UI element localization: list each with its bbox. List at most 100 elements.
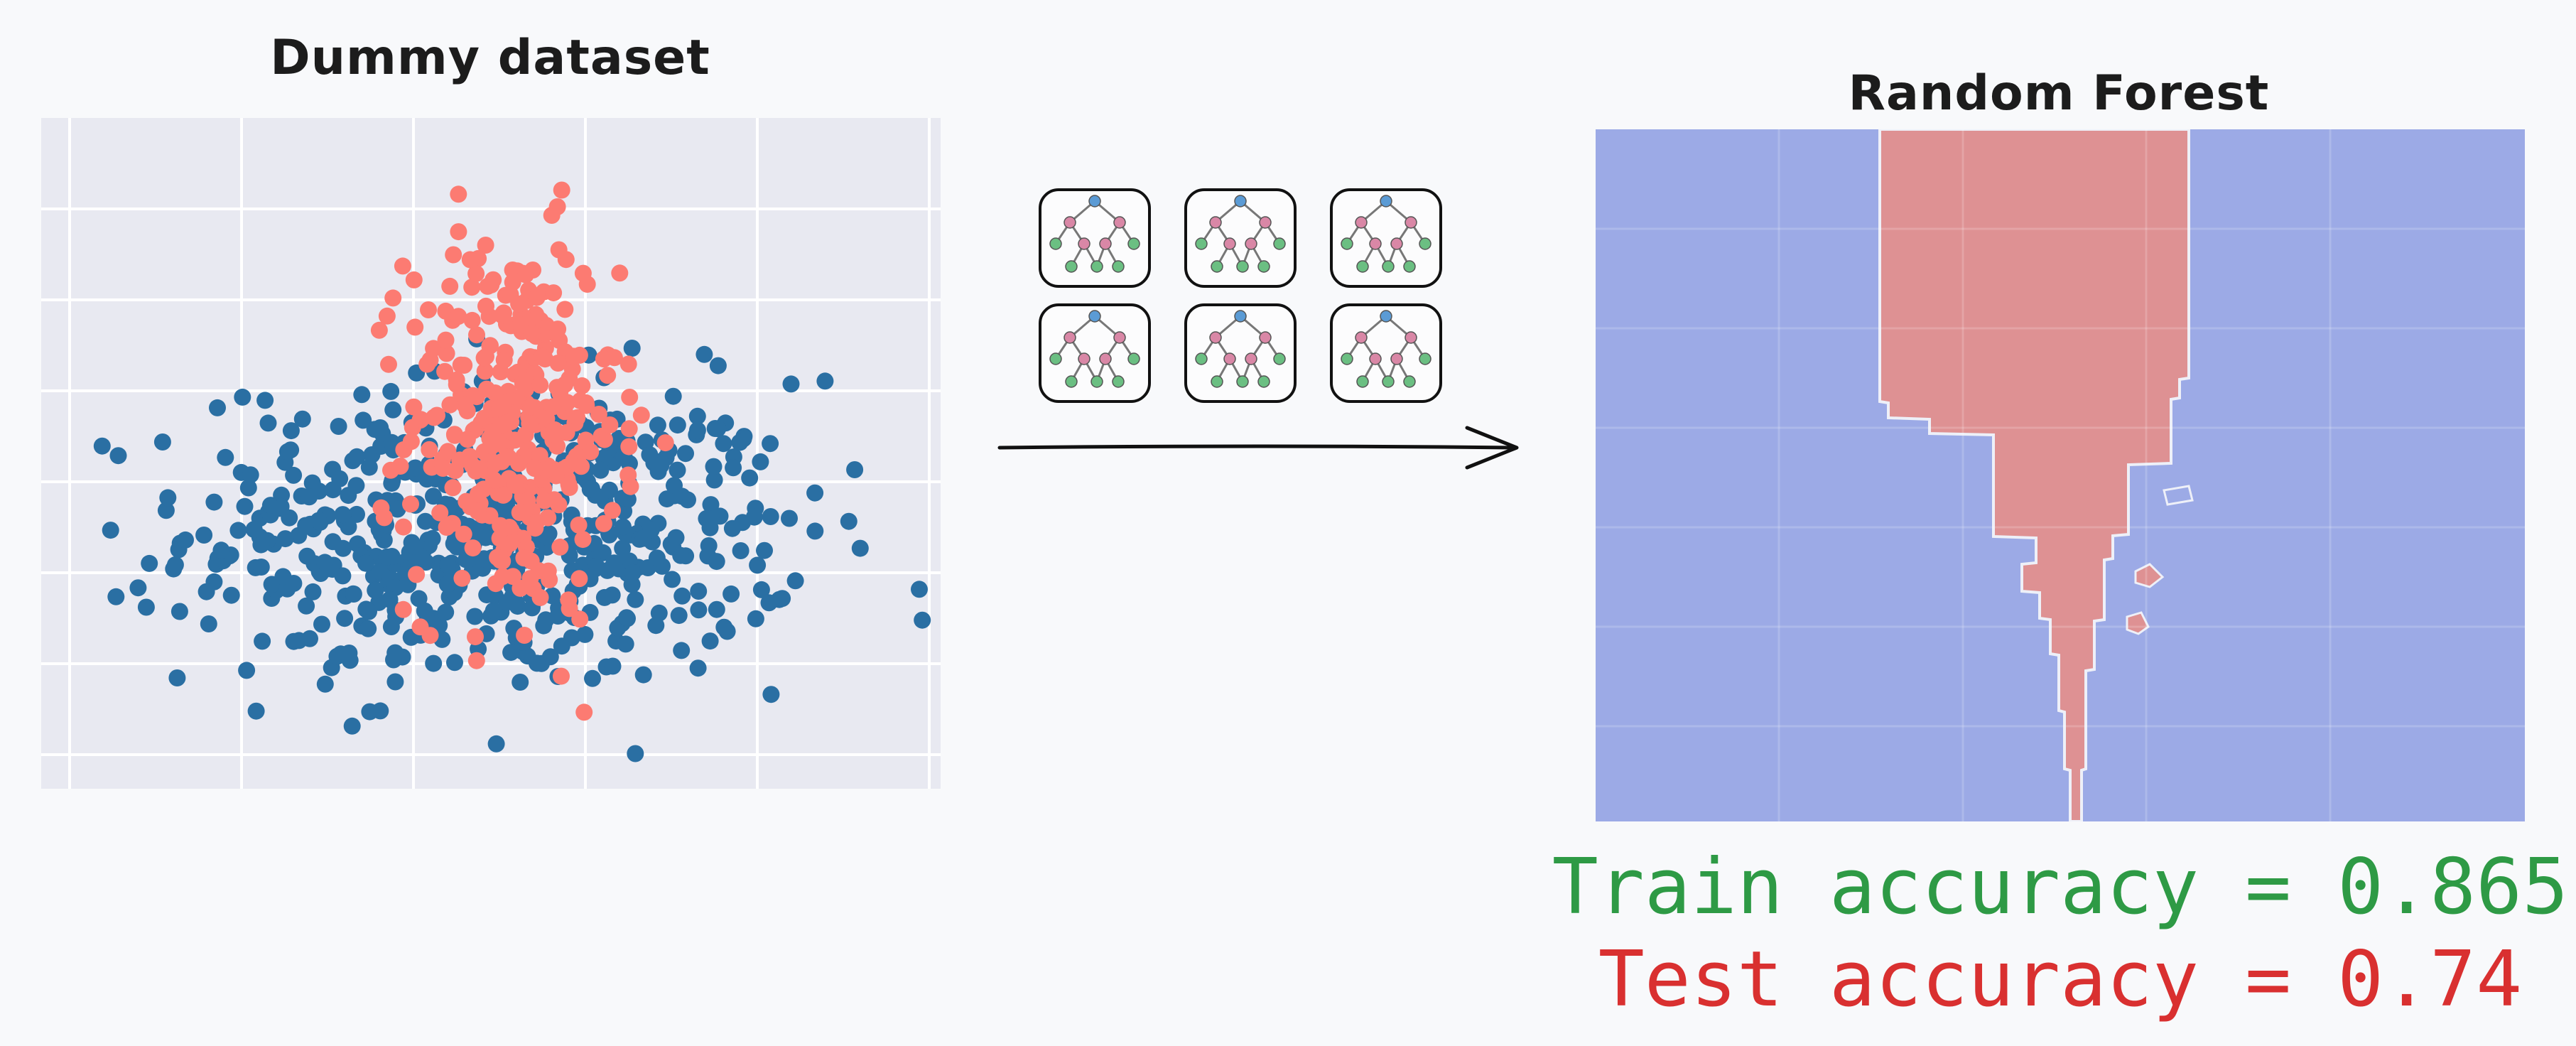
scatter-point: [578, 397, 595, 414]
scatter-point: [334, 567, 352, 585]
scatter-point: [461, 251, 479, 269]
scatter-point: [786, 572, 804, 590]
tree-ensemble-icons: [1039, 188, 1451, 416]
scatter-point: [436, 362, 454, 380]
scatter-point: [642, 521, 660, 539]
region-class-b: [1878, 129, 2190, 821]
scatter-point: [416, 602, 433, 620]
scatter-point: [551, 538, 569, 556]
scatter-point: [688, 407, 706, 425]
scatter-point: [546, 426, 563, 443]
scatter-point: [222, 586, 240, 604]
scatter-point: [450, 308, 467, 325]
scatter-point: [402, 495, 419, 513]
scatter-point: [245, 521, 263, 539]
scatter-point: [690, 601, 708, 619]
scatter-point: [153, 433, 171, 451]
scatter-point: [689, 659, 707, 677]
scatter-point: [331, 470, 349, 487]
scatter-point: [412, 411, 430, 428]
scatter-point: [846, 461, 864, 478]
scatter-point: [782, 375, 800, 393]
scatter-point: [383, 475, 401, 492]
scatter-point: [467, 652, 485, 669]
scatter-point: [531, 588, 549, 606]
scatter-point: [102, 522, 119, 539]
scatter-point: [627, 591, 644, 608]
scatter-point: [599, 367, 617, 384]
scatter-point: [476, 362, 494, 380]
scatter-point: [405, 271, 423, 289]
scatter-point: [141, 554, 158, 572]
scatter-point: [558, 394, 576, 411]
scatter-point: [781, 509, 798, 527]
scatter-point: [217, 448, 234, 466]
scatter-point: [455, 357, 473, 374]
scatter-point: [254, 632, 271, 650]
scatter-point: [464, 539, 482, 557]
scatter-point: [406, 459, 424, 477]
scatter-point: [475, 349, 493, 367]
scatter-point: [367, 581, 384, 599]
scatter-point: [434, 460, 452, 477]
scatter-point: [502, 534, 519, 552]
scatter-point: [402, 433, 420, 451]
scatter-point: [406, 537, 423, 555]
scatter-point: [340, 487, 357, 505]
scatter-point: [595, 431, 613, 448]
scatter-point: [252, 559, 270, 576]
scatter-point: [702, 510, 720, 527]
region-class-b-island: [2126, 611, 2150, 635]
scatter-point: [534, 347, 551, 365]
scatter-point: [544, 398, 562, 416]
scatter-point: [511, 504, 529, 522]
scatter-point: [394, 518, 412, 536]
scatter-point: [304, 583, 322, 600]
scatter-point: [752, 581, 770, 598]
region-class-b-island: [2134, 563, 2165, 588]
scatter-point: [528, 289, 546, 306]
scatter-point: [359, 620, 377, 637]
scatter-point: [575, 703, 593, 721]
scatter-point: [197, 583, 215, 600]
scatter-point: [441, 396, 459, 414]
scatter-point: [762, 508, 779, 525]
scatter-point: [512, 579, 529, 597]
scatter-point: [386, 673, 404, 691]
scatter-point: [535, 617, 553, 635]
scatter-point: [526, 460, 543, 478]
scatter-point: [705, 471, 723, 489]
scatter-point: [560, 475, 578, 493]
scatter-point: [478, 380, 496, 398]
scatter-point: [622, 478, 639, 495]
scatter-point: [531, 376, 549, 394]
scatter-point: [479, 277, 497, 295]
scatter-point: [494, 486, 512, 504]
scatter-point: [549, 320, 567, 338]
scatter-point: [466, 608, 484, 625]
scatter-point: [618, 609, 635, 627]
random-forest-decision-boundary: [1596, 129, 2525, 821]
scatter-point: [446, 654, 463, 672]
scatter-point: [310, 512, 328, 529]
scatter-point: [715, 618, 733, 636]
scatter-point: [667, 529, 685, 546]
scatter-point: [394, 257, 411, 275]
scatter-point: [504, 274, 521, 291]
scatter-point: [521, 414, 539, 432]
scatter-point: [438, 576, 456, 593]
scatter-point: [455, 525, 472, 543]
scatter-point: [301, 488, 318, 506]
scatter-point: [431, 504, 449, 522]
scatter-point: [453, 569, 471, 587]
scatter-point: [601, 481, 618, 499]
scatter-point: [522, 398, 540, 416]
scatter-point: [914, 611, 931, 629]
decision-tree-icon: [1184, 188, 1297, 288]
scatter-point: [406, 318, 424, 336]
scatter-point: [806, 484, 824, 502]
scatter-point: [168, 669, 186, 686]
scatter-point: [560, 591, 578, 609]
scatter-point: [621, 389, 639, 406]
scatter-point: [581, 480, 599, 498]
